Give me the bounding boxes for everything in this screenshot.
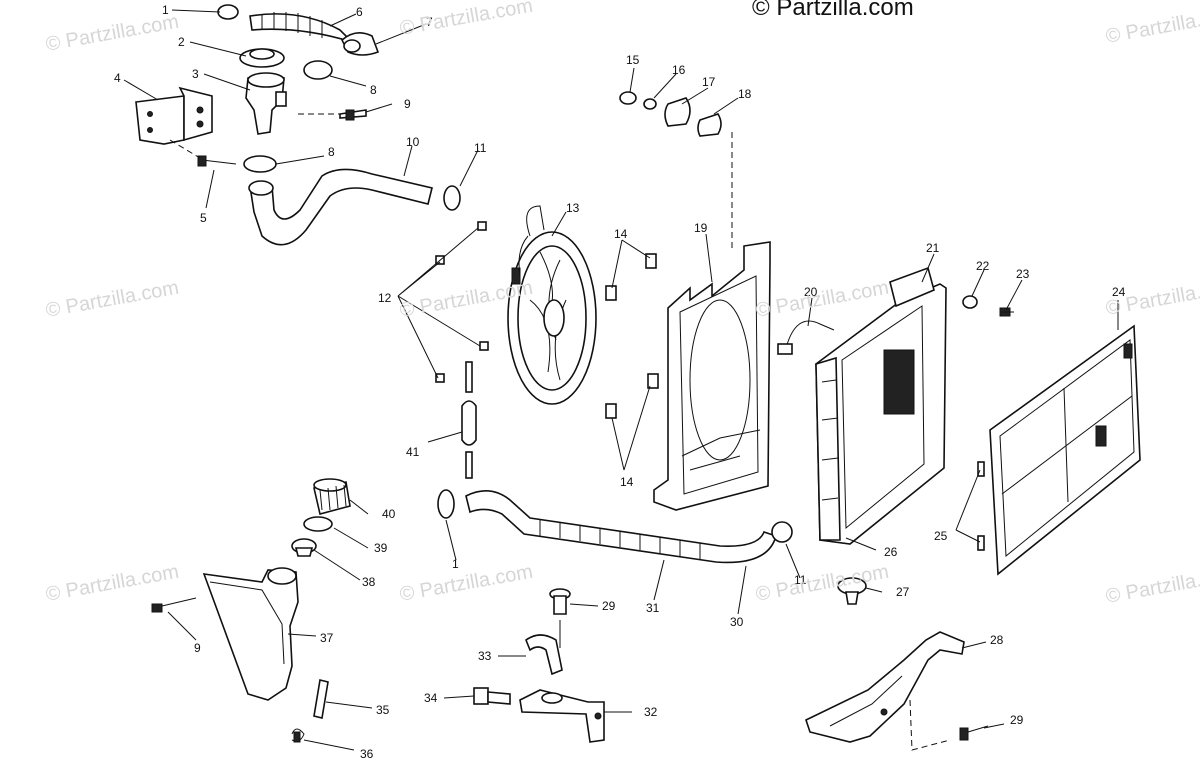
callout-14-lower: 14 <box>620 475 634 489</box>
clamp-1-lower <box>437 489 455 519</box>
callout-3: 3 <box>192 67 199 81</box>
callout-17: 17 <box>702 75 716 89</box>
callout-7: 7 <box>426 15 433 29</box>
nut-15 <box>619 91 637 105</box>
clamp-11-lower <box>771 521 793 543</box>
callout-35: 35 <box>376 703 390 717</box>
callout-5: 5 <box>200 211 207 225</box>
nut-22 <box>962 295 978 309</box>
callout-1-lower: 1 <box>452 557 459 571</box>
clamp-11-upper <box>443 185 461 211</box>
callout-labels: 1 2 3 4 5 6 7 8 8 9 10 11 12 13 14 14 15… <box>114 3 1126 761</box>
callout-14-upper: 14 <box>614 227 628 241</box>
callout-20: 20 <box>804 285 818 299</box>
callout-13: 13 <box>566 201 580 215</box>
callout-8-lower: 8 <box>328 145 335 159</box>
fasteners-14 <box>605 253 659 419</box>
drain-plug-27 <box>837 577 867 605</box>
callout-1-top: 1 <box>162 3 169 17</box>
overflow-bottle-37 <box>202 567 299 701</box>
bolt-9-upper <box>339 109 367 121</box>
callout-25: 25 <box>934 529 948 543</box>
callout-27: 27 <box>896 585 910 599</box>
radiator-21 <box>815 266 947 545</box>
clamp-33 <box>525 634 563 676</box>
callout-22: 22 <box>976 259 990 273</box>
bracket-32 <box>519 689 605 743</box>
callout-30: 30 <box>730 615 744 629</box>
callout-36: 36 <box>360 747 374 761</box>
fan-shroud-19 <box>653 241 771 511</box>
washer-16 <box>643 98 657 110</box>
callout-9-lower: 9 <box>194 641 201 655</box>
callout-16: 16 <box>672 63 686 77</box>
callout-37: 37 <box>320 631 334 645</box>
callout-29-center: 29 <box>602 599 616 613</box>
callout-8-upper: 8 <box>370 83 377 97</box>
grommet-17 <box>664 97 691 127</box>
support-bracket-28 <box>805 631 965 743</box>
callout-26: 26 <box>884 545 898 559</box>
clips-25 <box>977 461 985 551</box>
bolt-23 <box>999 307 1014 317</box>
bolt-29-center <box>549 588 571 615</box>
callout-12: 12 <box>378 291 392 305</box>
callout-9-upper: 9 <box>404 97 411 111</box>
spacer-18 <box>697 113 722 137</box>
leader-lines <box>123 9 1119 751</box>
temp-switch-20 <box>777 320 835 355</box>
cooling-fan-13 <box>507 205 597 405</box>
hose-clip-36 <box>291 728 305 743</box>
callout-24: 24 <box>1112 285 1126 299</box>
callout-28: 28 <box>990 633 1004 647</box>
bottle-cap-40 <box>313 478 351 515</box>
callout-10: 10 <box>406 135 420 149</box>
coolant-hose-6 <box>249 12 353 43</box>
callout-21: 21 <box>926 241 940 255</box>
callout-2: 2 <box>178 35 185 49</box>
callout-19: 19 <box>694 221 708 235</box>
callout-11-lower: 11 <box>794 573 807 587</box>
filler-neck-3 <box>245 72 287 135</box>
callout-32: 32 <box>644 705 658 719</box>
callout-15: 15 <box>626 53 640 67</box>
callout-33: 33 <box>478 649 492 663</box>
isolator-41 <box>461 361 477 479</box>
coolant-hose-10 <box>248 168 433 246</box>
clamp-8-upper <box>303 60 333 80</box>
callout-41: 41 <box>406 445 420 459</box>
callout-39: 39 <box>374 541 388 555</box>
callout-4: 4 <box>114 71 121 85</box>
bolt-29-right <box>959 725 989 741</box>
bolt-9-lower <box>151 597 197 613</box>
bolt-34 <box>473 687 511 705</box>
adapter-38 <box>291 538 317 557</box>
vent-hose-35 <box>313 679 329 719</box>
callout-38: 38 <box>362 575 376 589</box>
clamp-1-top <box>217 4 239 20</box>
radiator-screen-24 <box>989 324 1141 576</box>
callout-31: 31 <box>646 601 660 615</box>
callout-11-upper: 11 <box>474 141 487 155</box>
radiator-cap-2 <box>239 48 285 68</box>
coolant-hose-31 <box>465 490 777 564</box>
callout-40: 40 <box>382 507 396 521</box>
copyright-notice: © Partzilla.com <box>752 0 914 21</box>
bolt-5 <box>197 155 237 167</box>
mount-bracket-4 <box>135 86 213 145</box>
callout-18: 18 <box>738 87 752 101</box>
seal-39 <box>303 516 333 532</box>
callout-23: 23 <box>1016 267 1030 281</box>
callout-6: 6 <box>356 5 363 19</box>
clamp-8-lower <box>243 155 277 173</box>
hose-fitting-7 <box>341 32 380 56</box>
callout-29-right: 29 <box>1010 713 1024 727</box>
callout-34: 34 <box>424 691 438 705</box>
